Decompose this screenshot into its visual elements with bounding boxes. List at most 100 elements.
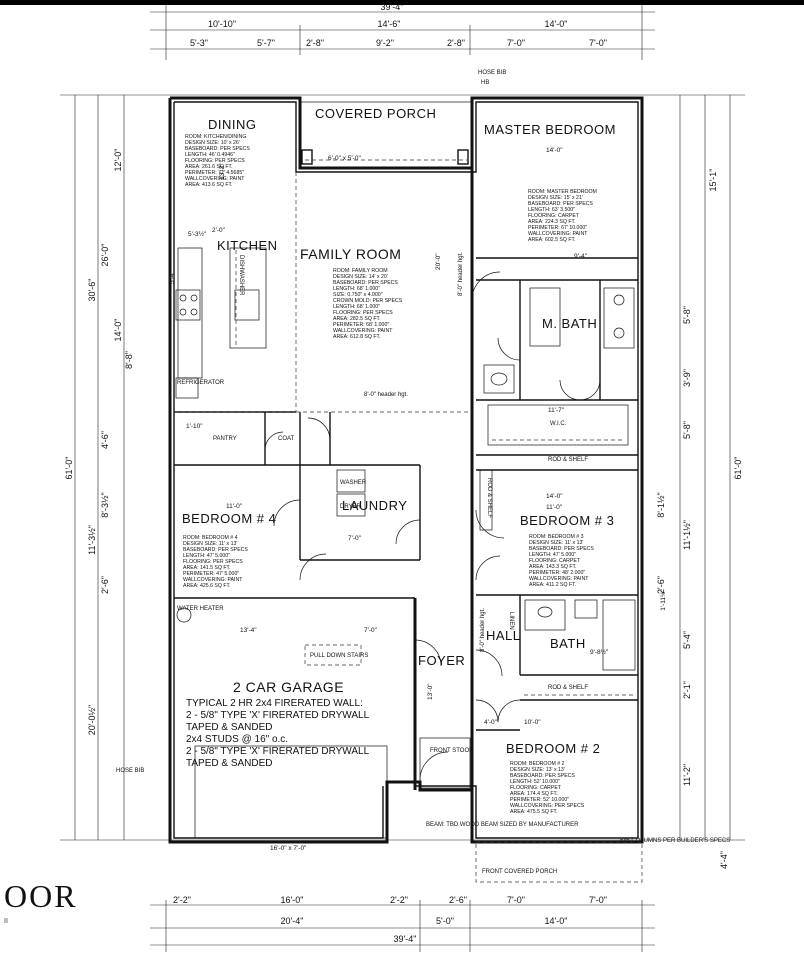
- spec-dining: ROOM: KITCHEN/DINING DESIGN SIZE: 10' x …: [185, 134, 250, 188]
- svg-text:LENGTH: 46' 0.4946": LENGTH: 46' 0.4946": [185, 152, 235, 158]
- svg-text:ROOM: MASTER BEDROOM: ROOM: MASTER BEDROOM: [528, 189, 597, 195]
- dim-left-b4: 8'-3½": [100, 492, 110, 517]
- room-front-stoop: FRONT STOOP: [430, 748, 473, 754]
- svg-text:11'-0": 11'-0": [226, 503, 243, 510]
- linen-label: LINEN: [508, 612, 514, 630]
- room-bed3: BEDROOM # 3: [520, 513, 614, 528]
- door-swings: [264, 271, 601, 781]
- svg-text:2'-0": 2'-0": [212, 227, 226, 234]
- header-note-1: 8'-0" header hgt.: [364, 392, 408, 398]
- svg-text:TYPICAL 2 HR 2x4 FIRERATED WAL: TYPICAL 2 HR 2x4 FIRERATED WALL:: [186, 698, 363, 709]
- spec-family: ROOM: FAMILY ROOM DESIGN SIZE: 14' x 20'…: [333, 268, 403, 340]
- svg-text:FLOORING: CARPET: FLOORING: CARPET: [529, 558, 581, 564]
- svg-text:AREA: 224.3 SQ FT.: AREA: 224.3 SQ FT.: [528, 219, 576, 225]
- dim-bot2-c: 14'-0": [545, 916, 568, 926]
- svg-text:11'-0": 11'-0": [546, 504, 563, 511]
- room-covered-porch: COVERED PORCH: [315, 106, 436, 121]
- svg-text:LENGTH: 47' 5.000": LENGTH: 47' 5.000": [183, 553, 230, 559]
- room-laundry: LAUNDRY: [342, 498, 407, 513]
- svg-text:AREA: 261.6 SQ FT.: AREA: 261.6 SQ FT.: [185, 164, 233, 170]
- room-dining: DINING: [208, 117, 257, 132]
- dim-right-5: 8'-1½": [656, 492, 666, 517]
- dim-left-c1: 14'-0": [113, 319, 123, 342]
- svg-text:5'-3½": 5'-3½": [188, 230, 207, 238]
- bath-fixtures: [524, 599, 636, 671]
- svg-text:PERIMETER: 48' 2.000": PERIMETER: 48' 2.000": [529, 570, 585, 576]
- svg-text:LENGTH: 63' 3.500": LENGTH: 63' 3.500": [528, 207, 575, 213]
- dim-bot-c: 2'-2": [390, 895, 408, 905]
- svg-text:TAPED & SANDED: TAPED & SANDED: [186, 722, 273, 733]
- dim-right-window: 1'-11½": [659, 589, 667, 611]
- svg-text:WALLCOVERING: PAINT: WALLCOVERING: PAINT: [333, 328, 393, 334]
- svg-text:10'-0": 10'-0": [524, 719, 541, 726]
- dim-top-c: 14'-0": [545, 19, 568, 29]
- hb-symbol: HB: [481, 80, 489, 86]
- dim-top2-g: 7'-0": [589, 38, 607, 48]
- svg-text:DESIGN SIZE: 14' x 20': DESIGN SIZE: 14' x 20': [333, 274, 388, 280]
- dimension-lines: [60, 5, 745, 952]
- svg-text:WALLCOVERING: PAINT: WALLCOVERING: PAINT: [528, 231, 588, 237]
- svg-text:TAPED & SANDED: TAPED & SANDED: [186, 758, 273, 769]
- dim-right-overall: 61'-0": [733, 457, 743, 480]
- svg-text:5'-4": 5'-4": [169, 270, 176, 284]
- dim-right-3: 3'-9": [682, 369, 692, 387]
- svg-text:7'-0": 7'-0": [364, 627, 378, 634]
- hose-bib-left: HOSE BIB: [116, 768, 144, 774]
- water-heater-label: WATER HEATER: [177, 606, 224, 612]
- dim-top2-b: 5'-7": [257, 38, 275, 48]
- spec-bed3: ROOM: BEDROOM # 3 DESIGN SIZE: 11' x 13'…: [529, 534, 594, 588]
- svg-text:BASEBOARD: PER SPECS: BASEBOARD: PER SPECS: [510, 773, 575, 779]
- dim-right-9: 2'-1": [682, 681, 692, 699]
- svg-text:ROOM: FAMILY ROOM: ROOM: FAMILY ROOM: [333, 268, 388, 274]
- room-bed2: BEDROOM # 2: [506, 741, 600, 756]
- dim-bot2-a: 20'-4": [281, 916, 304, 926]
- svg-text:FLOORING: CARPET: FLOORING: CARPET: [528, 213, 580, 219]
- dim-top2-e: 2'-8": [447, 38, 465, 48]
- dim-top2-d: 9'-2": [376, 38, 394, 48]
- svg-text:20'-0": 20'-0": [435, 253, 442, 270]
- svg-text:AREA: 174.4 SQ FT.: AREA: 174.4 SQ FT.: [510, 791, 558, 797]
- hose-bib-top: HOSE BIB: [478, 70, 506, 76]
- svg-text:ROOM: BEDROOM # 2: ROOM: BEDROOM # 2: [510, 761, 565, 767]
- dim-left-b2: 26'-0": [100, 244, 110, 267]
- svg-text:ROOM: BEDROOM # 3: ROOM: BEDROOM # 3: [529, 534, 584, 540]
- svg-text:9'-4": 9'-4": [574, 253, 588, 260]
- pull-down-label: PULL DOWN STAIRS: [310, 653, 368, 659]
- room-coat: COAT: [278, 436, 295, 442]
- dryer-label: DRYER: [340, 504, 362, 510]
- dim-left-b6: 2'-6": [100, 576, 110, 594]
- spec-master: ROOM: MASTER BEDROOM DESIGN SIZE: 15' x …: [528, 189, 597, 243]
- brand-logo-text: OOR: [4, 878, 78, 914]
- header-note-3: 8'-0" header hgt.: [480, 608, 486, 652]
- svg-text:WALLCOVERING: PER SPECS: WALLCOVERING: PER SPECS: [510, 803, 585, 809]
- spec-bed4: ROOM: BEDROOM # 4 DESIGN SIZE: 11' x 13'…: [183, 535, 248, 589]
- room-front-porch: FRONT COVERED PORCH: [482, 869, 557, 875]
- svg-text:LENGTH: 52' 10.000": LENGTH: 52' 10.000": [510, 779, 560, 785]
- svg-text:BASEBOARD: PER SPECS: BASEBOARD: PER SPECS: [529, 546, 594, 552]
- master-bath-fixtures: [483, 287, 635, 394]
- svg-text:DESIGN SIZE: 13' x 13': DESIGN SIZE: 13' x 13': [510, 767, 565, 773]
- dim-bot-b: 16'-0": [281, 895, 304, 905]
- dim-right-4: 5'-8": [682, 421, 692, 439]
- svg-text:DESIGN SIZE: 11' x 13': DESIGN SIZE: 11' x 13': [529, 540, 583, 546]
- dim-left-a2: 20'-0½": [87, 705, 97, 735]
- room-kitchen: KITCHEN: [217, 238, 278, 253]
- dim-right-1: 15'-1": [708, 169, 718, 192]
- room-dimensions: 13'-3" 20'-0" 14'-0" 9'-4" 1'-10" 7'-0" …: [169, 147, 609, 726]
- kitchen-fixtures: [175, 247, 267, 399]
- svg-text:13'-3": 13'-3": [219, 163, 226, 180]
- dim-top-a: 10'-10": [208, 19, 236, 29]
- svg-text:7'-0": 7'-0": [348, 535, 362, 542]
- svg-text:AREA: 612.8 SQ FT.: AREA: 612.8 SQ FT.: [333, 334, 381, 340]
- dim-bot-f: 7'-0": [589, 895, 607, 905]
- dim-left-b5: 11'-3½": [87, 525, 97, 555]
- svg-text:AREA: 282.5 SQ FT.: AREA: 282.5 SQ FT.: [333, 316, 381, 322]
- dim-top2-c: 2'-8": [306, 38, 324, 48]
- dim-left-a1: 30'-6": [87, 279, 97, 302]
- svg-text:1'-10": 1'-10": [186, 423, 203, 430]
- svg-text:AREA: 141.5 SQ FT.: AREA: 141.5 SQ FT.: [183, 565, 231, 571]
- svg-text:PERIMETER: 52' 10.000": PERIMETER: 52' 10.000": [510, 797, 569, 803]
- room-bath: BATH: [550, 636, 586, 651]
- room-pantry: PANTRY: [213, 436, 237, 442]
